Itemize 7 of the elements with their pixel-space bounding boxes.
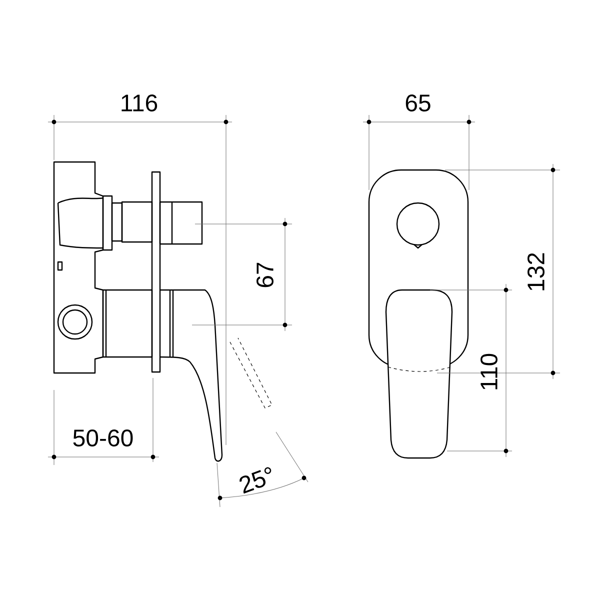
dimension-label: 116 [122,94,158,112]
dimension-label: 25° [240,467,272,494]
dimension-label: 132 [528,253,544,290]
dimension-label: 50-60 [73,430,133,446]
dimension-label: 65 [406,94,430,112]
dimension-label: 110 [480,354,498,390]
dimension-label: 67 [256,262,274,288]
